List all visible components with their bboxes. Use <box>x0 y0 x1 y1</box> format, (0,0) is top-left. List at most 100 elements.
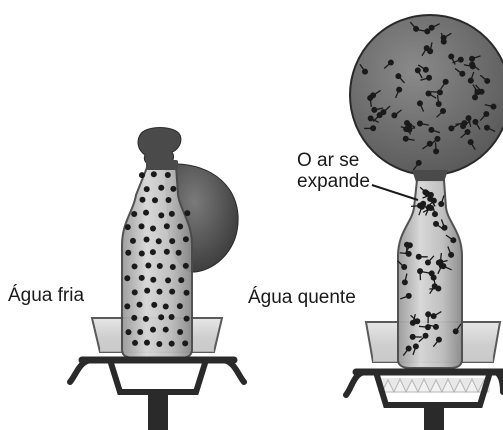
air-particle <box>184 210 191 217</box>
air-particle <box>138 223 145 230</box>
air-particle <box>395 73 402 80</box>
air-particle <box>472 94 479 101</box>
air-particle <box>401 264 408 271</box>
air-particle <box>432 323 439 330</box>
air-particle <box>138 172 145 179</box>
air-particle <box>142 315 149 322</box>
air-particle <box>177 223 184 230</box>
air-particle <box>367 115 374 122</box>
air-particle <box>129 237 136 244</box>
air-particle <box>413 25 420 32</box>
air-particle <box>464 129 471 136</box>
air-particle <box>367 94 374 101</box>
air-particle <box>137 328 144 335</box>
balloon-air-particles <box>359 21 497 171</box>
air-particle <box>124 275 131 282</box>
air-particle <box>405 345 412 352</box>
air-particle <box>414 67 421 74</box>
air-particle <box>469 61 476 68</box>
air-particle <box>483 124 490 131</box>
air-particle <box>371 106 378 113</box>
air-particle <box>427 204 434 211</box>
air-particle <box>163 223 170 230</box>
air-particle <box>150 276 157 283</box>
air-particle <box>131 289 138 296</box>
air-particle <box>183 289 190 296</box>
air-particle <box>424 259 431 266</box>
air-particle <box>425 90 432 97</box>
air-particle <box>163 248 170 255</box>
air-particle <box>182 340 189 347</box>
burner-flame <box>378 377 490 394</box>
air-particle <box>425 311 432 318</box>
air-particle <box>150 326 157 333</box>
air-particle <box>437 259 444 266</box>
air-particle <box>168 313 175 320</box>
air-particle <box>450 237 457 244</box>
air-particle <box>467 139 474 146</box>
air-particle <box>155 238 162 245</box>
air-particle <box>143 209 150 216</box>
air-particle <box>402 135 409 142</box>
cold-water-label: Água fria <box>8 285 85 306</box>
air-particle <box>182 262 189 269</box>
air-particle <box>183 315 190 322</box>
air-particle <box>151 197 158 204</box>
air-particle <box>448 251 455 258</box>
air-particle <box>168 210 175 217</box>
air-particle <box>409 333 416 340</box>
air-particle <box>138 250 145 257</box>
air-particle <box>149 249 156 256</box>
air-particle <box>440 108 447 115</box>
air-particle <box>422 66 429 73</box>
air-particle <box>168 340 175 347</box>
air-particle <box>416 100 423 107</box>
air-particle <box>483 110 490 117</box>
air-particle <box>428 126 435 133</box>
left-stand <box>67 356 247 430</box>
air-particle <box>150 171 157 178</box>
air-particle <box>448 53 455 60</box>
air-particle <box>165 196 172 203</box>
air-particle <box>131 210 138 217</box>
right-stand <box>343 368 503 430</box>
air-particle <box>125 249 132 256</box>
air-particle <box>472 118 479 125</box>
air-particle <box>403 126 410 133</box>
air-particle <box>182 236 189 243</box>
air-particle <box>433 220 440 227</box>
air-particle <box>143 186 150 193</box>
air-particle <box>178 277 185 284</box>
air-particle <box>428 270 435 277</box>
air-particle <box>467 77 474 84</box>
air-particle <box>145 262 152 269</box>
air-particle <box>409 319 416 326</box>
air-particle <box>156 288 163 295</box>
right-scene <box>343 14 503 430</box>
air-particle <box>420 200 427 207</box>
air-particle <box>426 74 433 81</box>
air-particle <box>124 303 131 310</box>
air-particle <box>169 238 176 245</box>
air-particle <box>401 279 408 286</box>
air-particle <box>416 120 423 127</box>
hot-water-label: Água quente <box>248 287 356 308</box>
air-particle <box>442 78 449 85</box>
air-particle <box>459 70 466 77</box>
air-particle <box>136 301 143 308</box>
air-expands-line2: expande <box>297 171 370 192</box>
air-particle <box>436 89 443 96</box>
expand-pointer-line <box>371 184 419 201</box>
air-particle <box>474 89 481 96</box>
air-particle <box>370 125 377 132</box>
air-particle <box>158 314 165 321</box>
air-particle <box>132 339 139 346</box>
air-particle <box>426 140 433 147</box>
air-particle <box>125 329 132 336</box>
air-particle <box>380 109 387 116</box>
air-particle <box>424 324 431 331</box>
air-particle <box>438 201 445 208</box>
air-particle <box>457 56 464 63</box>
air-particle <box>144 287 151 294</box>
